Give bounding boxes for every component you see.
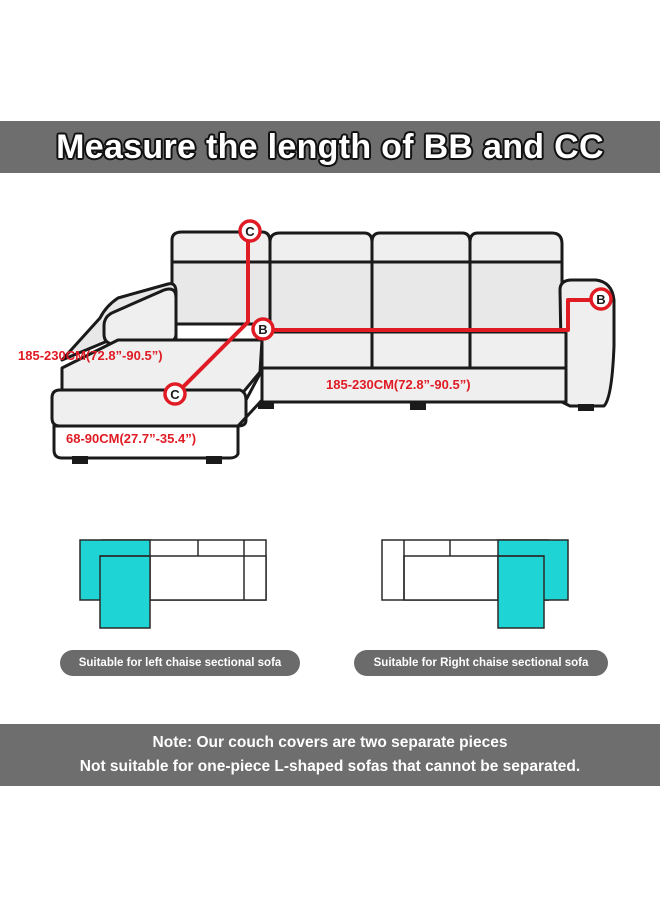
back-cushion-3 [370,231,472,264]
marker-b-label: B [596,292,605,307]
main-seat [260,330,568,370]
chaise-front-base [52,424,240,460]
back-cushion-4 [468,231,564,264]
marker-c-top: C [238,219,262,243]
note-line-1: Note: Our couch covers are two separate … [152,734,508,751]
note-line-2: Not suitable for one-piece L-shaped sofa… [79,758,581,775]
marker-b-left: B [251,317,275,341]
back-front-1 [170,260,272,326]
leg [578,404,594,411]
chaise-front-top [50,388,248,428]
back-front-3 [370,260,472,332]
measure-bb-line [260,298,602,332]
sofa-drawing [50,230,616,460]
marker-c-bottom: C [163,382,187,406]
measure-lines [176,234,602,394]
dimension-left-length: 185-230CM(72.8”-90.5”) [18,348,163,363]
marker-b-label: B [258,322,267,337]
back-front-4 [468,260,564,332]
back-cushion-2 [268,231,374,264]
chaise-bolster [102,287,178,346]
page-title: Measure the length of BB and CC [56,127,604,166]
measure-cc-line [176,234,250,394]
main-base [260,366,568,404]
leg [410,402,426,410]
note-banner: Note: Our couch covers are two separate … [0,724,660,786]
label-right-chaise: Suitable for Right chaise sectional sofa [354,650,608,676]
right-arm [558,278,616,408]
left-chaise-diagram [79,539,267,629]
dimension-main-length: 185-230CM(72.8”-90.5”) [326,377,471,392]
left-highlight-chaise [99,555,151,629]
back-front-2 [268,260,374,332]
leg [258,402,274,409]
title-banner: Measure the length of BB and CC [0,121,660,173]
marker-c-label: C [245,224,255,239]
leg [206,456,222,464]
dimension-chaise-width: 68-90CM(27.7”-35.4”) [66,431,196,446]
sofa-legs [72,402,594,464]
marker-b-right: B [589,287,613,311]
label-left-chaise: Suitable for left chaise sectional sofa [60,650,300,676]
right-highlight-chaise [497,555,545,629]
right-chaise-diagram [381,539,569,629]
marker-c-label: C [170,387,180,402]
leg [72,456,88,464]
sofa-illustration: C C B B 185-230CM(72.8”-90.5”) 185-230CM… [18,219,616,629]
